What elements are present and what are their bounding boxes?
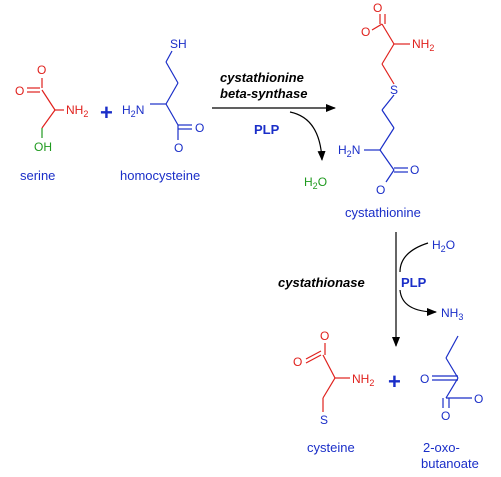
bottom-amine-sub: 2 xyxy=(347,149,352,159)
oxobutanoate-name-line2: butanoate xyxy=(421,456,479,471)
cysteine-o1: O xyxy=(320,329,329,343)
cystathionine-bottom-amine: H2N xyxy=(338,143,360,159)
serine-name: serine xyxy=(20,168,55,183)
step2-water-in-arrow xyxy=(399,242,429,273)
cystathionine-top-amine: NH2 xyxy=(412,37,434,53)
cysteine-amine-nh: NH xyxy=(352,372,369,386)
cysteine-structure: O O NH2 S cysteine xyxy=(293,329,374,455)
cysteine-name: cysteine xyxy=(307,440,355,455)
step2-water-sub: 2 xyxy=(441,244,446,254)
cystathionine-sulfur: S xyxy=(390,83,398,97)
homocysteine-amine-n: N xyxy=(136,103,145,117)
step2-ammonia-out-arrow xyxy=(399,289,437,316)
step2-water-o: O xyxy=(446,238,455,252)
step1-cofactor: PLP xyxy=(254,122,280,137)
step2-ammonia: NH3 xyxy=(441,306,463,322)
homocysteine-thiol: SH xyxy=(170,37,187,51)
plus-sign-products: + xyxy=(388,369,401,394)
cysteine-amine-sub: 2 xyxy=(369,378,374,388)
oxobutanoate-o1: O xyxy=(441,409,450,423)
oxobutanoate-keto-o: O xyxy=(420,372,429,386)
oxobutanoate-name-line1: 2-oxo- xyxy=(423,440,460,455)
homocysteine-name: homocysteine xyxy=(120,168,200,183)
step1-byproduct: H2O xyxy=(304,175,327,191)
top-amine-sub: 2 xyxy=(429,43,434,53)
homocysteine-structure: SH H2N O O homocysteine xyxy=(120,37,204,183)
cystathionine-bottom-o2: O xyxy=(376,183,385,197)
cysteine-amine: NH2 xyxy=(352,372,374,388)
step2-enzyme: cystathionase xyxy=(278,275,365,290)
cysteine-sulfur: S xyxy=(320,413,328,427)
cystathionine-top-o1: O xyxy=(373,1,382,15)
ammonia-sub: 3 xyxy=(458,312,463,322)
step2-water: H2O xyxy=(432,238,455,254)
water-o: O xyxy=(318,175,327,189)
ammonia-nh: NH xyxy=(441,306,458,320)
oxobutanoate-structure: O O O 2-oxo- butanoate xyxy=(420,335,483,471)
serine-hydroxyl: OH xyxy=(34,140,52,154)
top-amine-nh: NH xyxy=(412,37,429,51)
serine-amine-sub: 2 xyxy=(83,109,88,119)
cystathionine-top-o2: O xyxy=(361,25,370,39)
serine-amine: NH2 xyxy=(66,103,88,119)
cystathionine-name: cystathionine xyxy=(345,205,421,220)
cystathionine-structure: O O NH2 S H2N O O cystathionine xyxy=(338,1,434,220)
bottom-amine-h: H xyxy=(338,143,347,157)
water-sub: 2 xyxy=(313,181,318,191)
step2-arrow-group: cystathionase PLP H2O NH3 xyxy=(278,232,463,347)
step2-water-h: H xyxy=(432,238,441,252)
cysteine-o2: O xyxy=(293,355,302,369)
homocysteine-amine-h: H xyxy=(122,103,131,117)
step1-enzyme-line1: cystathionine xyxy=(220,70,304,85)
cystathionine-bottom-o1: O xyxy=(410,163,419,177)
serine-amine-nh: NH xyxy=(66,103,83,117)
serine-oxygen-left: O xyxy=(15,84,24,98)
step2-cofactor: PLP xyxy=(401,275,427,290)
water-h: H xyxy=(304,175,313,189)
homocysteine-oxygen-bottom: O xyxy=(174,141,183,155)
serine-oxygen-top: O xyxy=(37,63,46,77)
homocysteine-amine-sub: 2 xyxy=(131,109,136,119)
bottom-amine-n: N xyxy=(352,143,361,157)
homocysteine-amine: H2N xyxy=(122,103,144,119)
step1-enzyme-line2: beta-synthase xyxy=(220,86,307,101)
plus-sign-reactants: + xyxy=(100,100,113,125)
step1-arrow-group: cystathionine beta-synthase PLP H2O xyxy=(212,70,336,191)
step1-byproduct-arrow xyxy=(289,111,326,161)
homocysteine-oxygen-right: O xyxy=(195,121,204,135)
oxobutanoate-o2: O xyxy=(474,392,483,406)
serine-structure: O O NH2 OH serine xyxy=(15,63,88,183)
